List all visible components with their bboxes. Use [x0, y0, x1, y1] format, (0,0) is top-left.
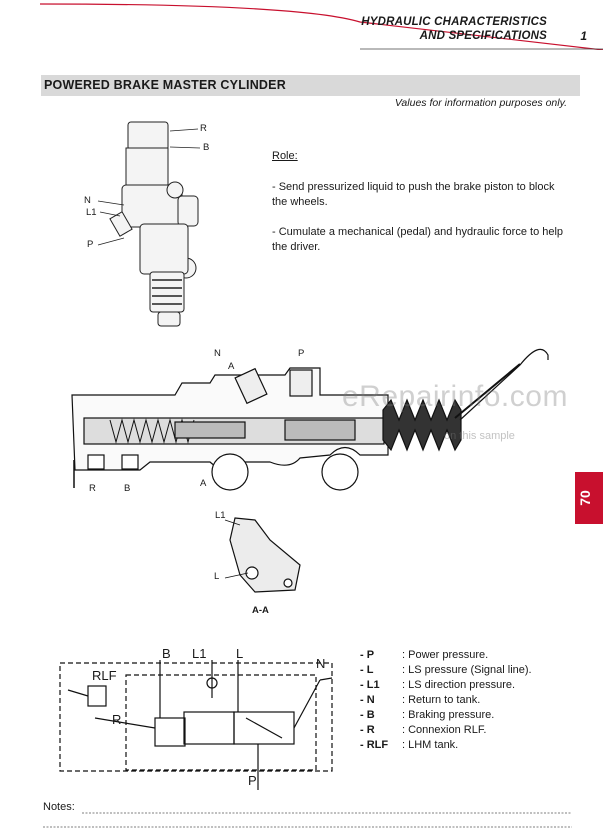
legend-row: - N : Return to tank. [360, 693, 532, 708]
legend: - P : Power pressure. - L : LS pressure (S… [360, 648, 532, 753]
legend-row: - RLF : LHM tank. [360, 738, 532, 753]
notes-label: Notes: [43, 801, 75, 813]
legend-value: : Power pressure. [402, 649, 489, 661]
legend-value: : LS pressure (Signal line). [402, 664, 532, 676]
legend-value: : Return to tank. [402, 694, 481, 706]
legend-row: - L1 : LS direction pressure. [360, 678, 532, 693]
photo-label-n: N [84, 195, 91, 206]
photo-label-p: P [87, 239, 94, 250]
legend-key: - L1 [360, 679, 380, 691]
schematic-label-l1: L1 [192, 646, 207, 661]
header-curve [39, 3, 603, 50]
photo-label-b: B [203, 142, 210, 153]
section-label-b: B [124, 483, 131, 494]
photo-leaders [97, 128, 201, 246]
schematic-label-n: N [316, 656, 326, 671]
schematic-label-l: L [236, 646, 244, 661]
legend-key: - R [360, 724, 375, 736]
aa-label-l1: L1 [215, 510, 226, 521]
role-item-2: - Cumulate a mechanical (pedal) and hydr… [272, 226, 564, 253]
legend-key: - P [360, 649, 375, 661]
schematic-label-rlf: RLF [92, 668, 117, 683]
section-title-bar [41, 75, 580, 96]
legend-value: : LS direction pressure. [402, 679, 516, 691]
legend-key: - N [360, 694, 375, 706]
legend-key: - L [360, 664, 374, 676]
section-label-a-top: A [228, 361, 235, 372]
hydraulic-schematic [59, 660, 333, 790]
watermark-subtext: on this sample [444, 430, 515, 442]
aa-caption: A-A [252, 605, 269, 616]
photo-label-l1: L1 [86, 207, 97, 218]
role-item-1: - Send pressurized liquid to push the br… [272, 181, 555, 208]
section-subtitle: Values for information purposes only. [394, 97, 567, 109]
role-heading: Role: [272, 150, 298, 162]
section-label-r: R [89, 483, 96, 494]
legend-row: - P : Power pressure. [360, 648, 532, 663]
schematic-label-p: P [248, 773, 257, 788]
legend-row: - B : Braking pressure. [360, 708, 532, 723]
section-label-p: P [298, 348, 305, 359]
legend-value: : Connexion RLF. [402, 724, 487, 736]
legend-value: : LHM tank. [402, 739, 459, 751]
legend-key: - RLF [360, 739, 389, 751]
watermark: eRepairinfo.com [342, 380, 568, 413]
aa-label-l: L [214, 571, 220, 582]
header-line2: AND SPECIFICATIONS [419, 30, 547, 42]
aa-view [224, 517, 301, 593]
chapter-tab: 70 [575, 472, 603, 524]
legend-row: - L : LS pressure (Signal line). [360, 663, 532, 678]
legend-row: - R : Connexion RLF. [360, 723, 532, 738]
product-photo [109, 121, 199, 327]
photo-label-r: R [200, 123, 207, 134]
section-label-n: N [214, 348, 221, 359]
section-view [71, 348, 549, 491]
schematic-label-b: B [162, 646, 171, 661]
header-title: HYDRAULIC CHARACTERISTICS AND SPECIFICAT… [361, 15, 547, 43]
schematic-label-r: R [112, 712, 122, 727]
page-number: 1 [580, 29, 587, 43]
section-title: POWERED BRAKE MASTER CYLINDER [44, 78, 286, 92]
section-label-a-bottom: A [200, 478, 207, 489]
legend-key: - B [360, 709, 375, 721]
header-line1: HYDRAULIC CHARACTERISTICS [361, 16, 547, 28]
legend-value: : Braking pressure. [402, 709, 495, 721]
